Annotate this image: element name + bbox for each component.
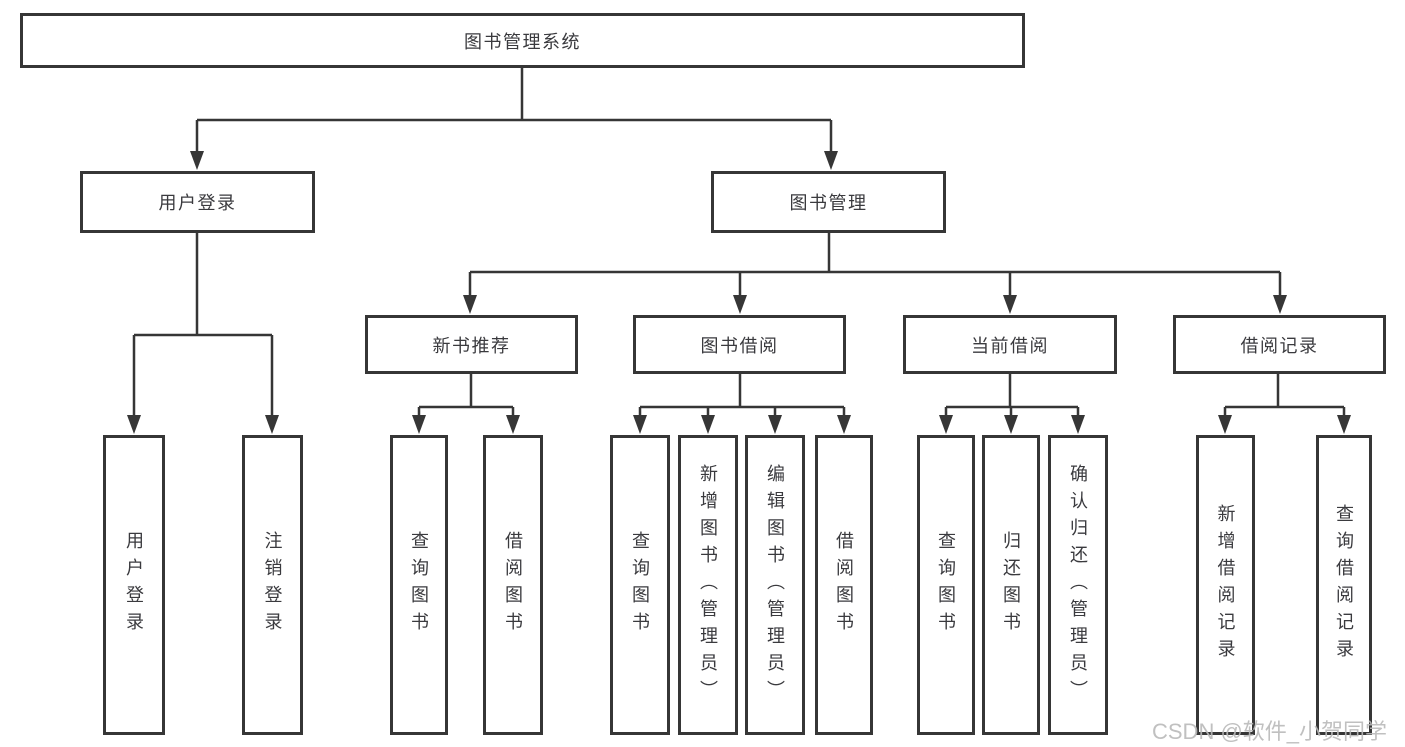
csdn-watermark: CSDN @软件_小贺同学 (1152, 719, 1388, 744)
leaf-label: 归还图书 (1001, 531, 1021, 639)
leaf-label: 编辑图书（管理员） (765, 463, 785, 707)
leaf-label: 查询图书 (936, 531, 956, 639)
leaf-edit-book-admin: 编辑图书（管理员） (745, 435, 805, 735)
leaf-label: 确认归还（管理员） (1068, 463, 1088, 707)
leaf-query-books-recommend: 查询图书 (390, 435, 448, 735)
node-user-login: 用户登录 (80, 171, 315, 233)
leaf-label: 借阅图书 (834, 531, 854, 639)
node-label: 图书管理 (789, 193, 868, 213)
leaf-query-books-current: 查询图书 (917, 435, 975, 735)
node-borrowing-records: 借阅记录 (1173, 315, 1386, 374)
leaf-label: 注销登录 (262, 531, 283, 639)
leaf-return-books: 归还图书 (982, 435, 1040, 735)
leaf-label: 查询图书 (409, 531, 429, 639)
node-label: 图书管理系统 (464, 31, 581, 52)
node-current-borrowing: 当前借阅 (903, 315, 1117, 374)
arrowheads (127, 151, 1351, 434)
leaf-label: 查询图书 (630, 531, 650, 639)
leaf-label: 查询借阅记录 (1334, 504, 1354, 666)
leaf-label: 新增图书（管理员） (698, 463, 718, 707)
leaf-add-book-admin: 新增图书（管理员） (678, 435, 738, 735)
node-label: 借阅记录 (1240, 335, 1319, 356)
leaf-label: 用户登录 (124, 531, 144, 639)
leaf-query-borrow-record: 查询借阅记录 (1316, 435, 1372, 735)
leaf-borrow-books-borrow: 借阅图书 (815, 435, 873, 735)
node-label: 用户登录 (158, 193, 237, 213)
leaf-add-borrow-record: 新增借阅记录 (1196, 435, 1255, 735)
node-new-book-recommend: 新书推荐 (365, 315, 578, 374)
node-book-management-system: 图书管理系统 (20, 13, 1025, 68)
leaf-user-login: 用户登录 (103, 435, 165, 735)
leaf-borrow-books-recommend: 借阅图书 (483, 435, 543, 735)
leaf-label: 借阅图书 (503, 531, 523, 639)
leaf-label: 新增借阅记录 (1215, 504, 1236, 666)
leaf-logout: 注销登录 (242, 435, 303, 735)
node-label: 图书借阅 (700, 335, 779, 356)
node-label: 当前借阅 (971, 335, 1049, 356)
node-book-borrowing: 图书借阅 (633, 315, 846, 374)
leaf-confirm-return-admin: 确认归还（管理员） (1048, 435, 1108, 735)
node-book-management: 图书管理 (711, 171, 946, 233)
node-label: 新书推荐 (432, 335, 511, 356)
leaf-query-books-borrow: 查询图书 (610, 435, 670, 735)
